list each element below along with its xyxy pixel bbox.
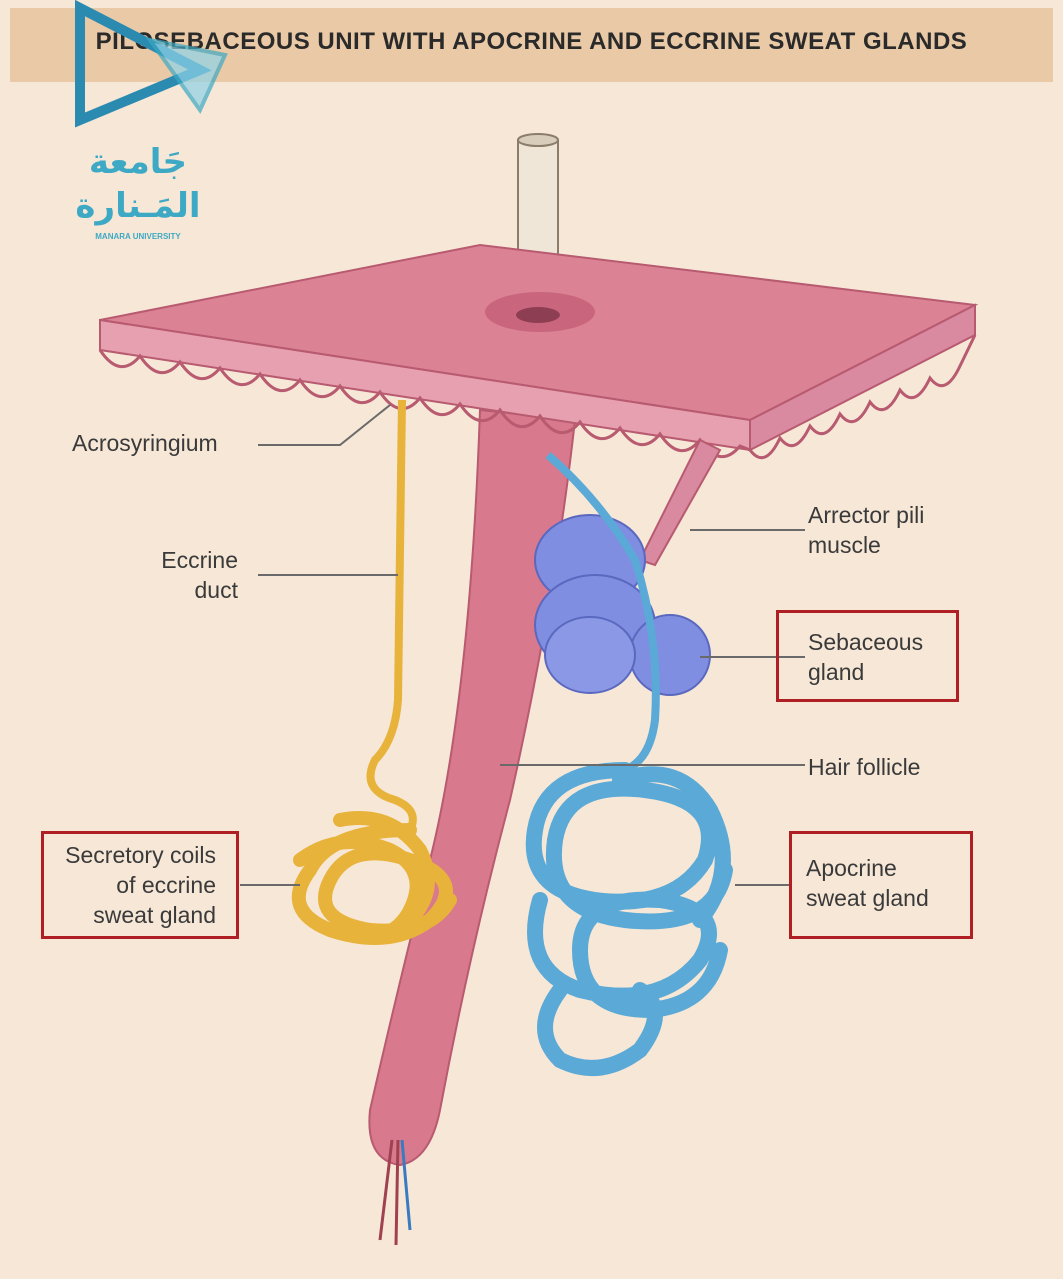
logo-arabic-line2: المَـنارة [68,184,208,228]
label-sebaceous-line2: gland [808,657,923,687]
label-arrector-pili: Arrector pili muscle [808,500,924,560]
label-sebaceous-gland: Sebaceous gland [808,627,923,687]
logo-arabic: جَامعة المَـنارة [68,140,208,228]
label-apocrine-line2: sweat gland [806,883,929,913]
label-apocrine-gland: Apocrine sweat gland [806,853,929,913]
label-secretory-line3: sweat gland [46,900,216,930]
label-eccrine-duct-line2: duct [150,575,238,605]
arrector-pili-muscle [640,440,720,565]
label-secretory-line2: of eccrine [46,870,216,900]
label-arrector-line1: Arrector pili [808,500,924,530]
label-sebaceous-line1: Sebaceous [808,627,923,657]
label-hair-follicle: Hair follicle [808,752,920,782]
eccrine-duct [371,400,413,830]
label-apocrine-line1: Apocrine [806,853,929,883]
logo-arabic-line1: جَامعة [68,140,208,184]
apocrine-sweat-gland [534,770,725,1068]
label-secretory-line1: Secretory coils [46,840,216,870]
logo-triangle-icon [80,8,225,120]
eccrine-secretory-coils [299,818,450,938]
label-eccrine-duct-line1: Eccrine [150,545,238,575]
label-acrosyringium: Acrosyringium [72,428,218,458]
logo-english: MANARA UNIVERSITY [68,232,208,241]
label-eccrine-duct: Eccrine duct [150,545,238,605]
label-arrector-line2: muscle [808,530,924,560]
label-secretory-coils: Secretory coils of eccrine sweat gland [46,840,216,930]
